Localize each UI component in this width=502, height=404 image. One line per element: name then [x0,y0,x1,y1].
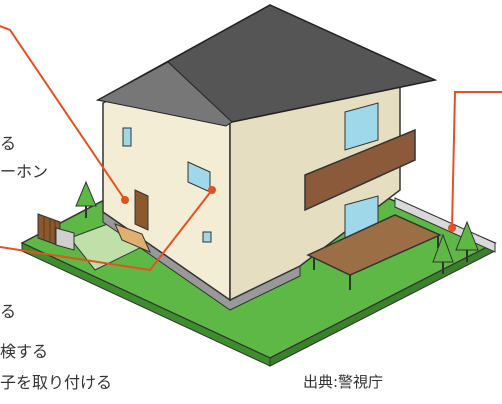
callout-dot-window [208,186,216,194]
side-window-upper [344,102,379,151]
tree-right-1 [432,233,454,274]
callout-text-line-1: る [0,134,17,153]
deck-legs [313,236,439,290]
front-window-upper [122,127,132,147]
callout-text-line-5: 子を取り付ける [0,373,113,392]
callout-text-line-2: ーホン [0,162,49,181]
callout-line-intercom [0,25,126,201]
callout-lines [0,25,502,272]
callout-dots [121,186,456,232]
roof-gable-edge [96,61,233,127]
entrance-door [134,189,149,231]
callout-text-line-4: 検する [0,342,49,361]
callout-line-boundary [451,91,502,229]
callout-dot-boundary [448,224,456,232]
gate-post [55,227,75,251]
source-credit: 出典:警視庁 [303,373,384,391]
front-window-small [202,231,212,243]
callout-text-line-3: る [0,302,17,321]
entrance-step [114,223,151,253]
tree-right-2 [455,220,479,262]
callout-dot-intercom [121,196,129,204]
wood-deck [306,214,442,276]
callout-line-window [0,189,213,272]
balcony [304,128,416,212]
tree-left [75,180,97,218]
